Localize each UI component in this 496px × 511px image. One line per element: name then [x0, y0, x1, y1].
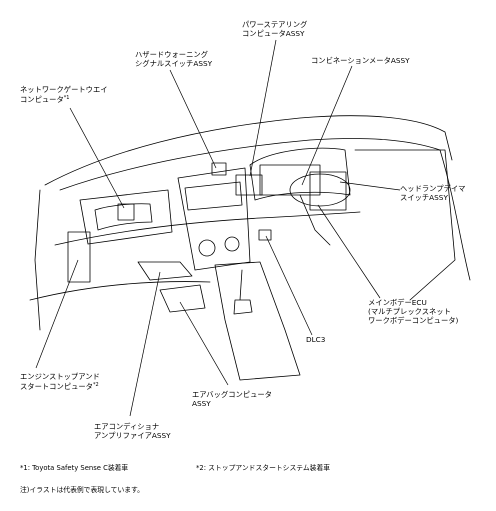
leader-combination-meter — [301, 65, 353, 186]
body-ecu-unit — [309, 171, 347, 211]
hazard-switch-unit — [211, 162, 227, 176]
meter-unit — [259, 164, 321, 196]
left-door-edge — [34, 189, 41, 331]
ac-amplifier-unit — [137, 261, 193, 281]
dlc3-unit — [258, 229, 272, 241]
dashboard-top-outline — [44, 115, 453, 186]
control-knob-left — [198, 239, 216, 257]
leader-engine-stop-start — [35, 259, 79, 369]
footnote-illustration: 注)イラストは代表例で表現しています。 — [20, 486, 144, 494]
label-combination-meter: コンビネーションメータASSY — [311, 56, 410, 65]
engine-stop-start-unit — [67, 231, 91, 283]
footnote-1: *1: Toyota Safety Sense C装着車 — [20, 464, 129, 472]
left-vent — [94, 203, 153, 231]
leader-network-gateway — [69, 107, 125, 209]
dashboard-lower-edge — [54, 211, 361, 246]
label-network-gateway: ネットワークゲートウエイ コンピュータ*1 — [20, 85, 108, 104]
center-console — [214, 261, 301, 381]
leader-airbag — [179, 301, 229, 386]
label-engine-stop-start: エンジンストップアンド スタートコンピュータ*2 — [20, 372, 100, 391]
right-door-panel — [354, 149, 456, 301]
leader-headlamp-dimmer — [339, 181, 401, 191]
label-main-body-ecu: メインボデーECU (マルチプレックスネット ワークボデーコンピュータ) — [368, 298, 459, 325]
dashboard-upper-line — [59, 138, 441, 191]
label-headlamp-dimmer: ヘッドランプデイマ スイッチASSY — [400, 184, 466, 202]
floor-line — [29, 281, 211, 301]
center-vent — [184, 181, 243, 211]
leader-air-conditioner — [129, 271, 161, 417]
center-stack-outline — [177, 167, 251, 271]
control-knob-right — [224, 236, 240, 252]
network-gateway-unit — [117, 203, 135, 221]
label-power-steering: パワーステアリング コンピュータASSY — [242, 20, 308, 38]
footnote-2: *2: ストップアンドスタートシステム装着車 — [196, 464, 331, 472]
label-dlc3: DLC3 — [306, 335, 326, 344]
airbag-unit — [159, 284, 206, 313]
label-air-conditioner: エアコンディショナ アンプリファイアASSY — [94, 422, 171, 440]
label-hazard-switch: ハザードウォーニング シグナルスイッチASSY — [135, 50, 213, 68]
shift-lever — [233, 269, 253, 315]
leader-power-steering — [249, 39, 277, 177]
cluster-hood — [249, 147, 351, 201]
leader-dlc3 — [265, 235, 313, 336]
steering-column — [299, 194, 331, 246]
glovebox-outline — [79, 189, 173, 245]
leader-hazard-switch — [169, 69, 217, 169]
right-pillar — [439, 149, 471, 281]
label-airbag: エアバッグコンピュータ ASSY — [192, 390, 272, 408]
power-steering-unit — [235, 174, 263, 196]
leader-main-body-ecu — [317, 204, 381, 299]
